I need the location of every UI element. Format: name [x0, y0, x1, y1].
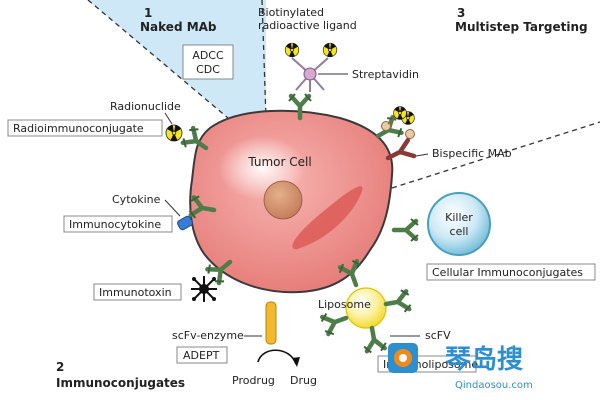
section-1-title: Naked MAb	[140, 20, 217, 34]
watermark-cn: 琴岛搜	[445, 344, 523, 375]
adcc-cdc-box	[182, 44, 234, 80]
naked-mab-region	[88, 0, 266, 118]
immunotoxin-box	[93, 283, 182, 301]
section-2-title: Immunoconjugates	[56, 376, 185, 390]
radioimmunoconjugate-label: Radioimmunoconjugate	[13, 122, 144, 135]
watermark-logo	[388, 343, 418, 373]
immunocytokine-box	[63, 215, 173, 233]
naked-mab-region-edge-right	[261, 0, 267, 119]
cell-nucleus	[263, 180, 303, 220]
prodrug-label: Prodrug	[232, 374, 275, 387]
cdc-label: CDC	[196, 63, 220, 76]
scfv-enzyme-symbol	[265, 301, 277, 345]
cellular-immunoconjugates-label: Cellular Immunoconjugates	[432, 266, 583, 279]
streptavidin-complex	[284, 42, 338, 92]
radionuclide-label: Radionuclide	[110, 100, 181, 113]
prodrug-arrow-head	[292, 357, 300, 367]
adcc-label: ADCC	[192, 49, 224, 62]
toxin-symbol	[191, 276, 217, 302]
bispecific-mab	[385, 111, 417, 161]
adept-label: ADEPT	[183, 349, 220, 362]
tumor-cell-label: Tumor Cell	[247, 155, 311, 169]
biotinylated-label-2: radioactive ligand	[258, 19, 357, 32]
section-2-number: 2	[56, 360, 64, 374]
section-3-number: 3	[457, 6, 465, 20]
liposome-antibody-left	[320, 308, 350, 337]
streptavidin-label: Streptavidin	[352, 68, 419, 81]
cellular-immunoconjugates-box	[426, 263, 596, 281]
cytokine-leader	[164, 199, 181, 217]
biotinylated-label-1: Biotinylated	[258, 6, 324, 19]
radioimmunoconjugate-box	[7, 119, 163, 137]
cell-organelle	[292, 186, 363, 250]
killer-cell	[427, 192, 491, 256]
radionuclide-symbol	[165, 124, 183, 142]
immunotoxin-label: Immunotoxin	[99, 286, 172, 299]
cytokine-symbol	[177, 215, 193, 231]
scfv-enzyme-label: scFv-enzyme	[172, 329, 244, 342]
scfv-label: scFV	[425, 329, 451, 342]
radionuclide-leader	[164, 112, 173, 125]
naked-mab-region-edge-left	[87, 0, 229, 119]
adept-box	[176, 346, 228, 364]
section-1-number: 1	[144, 6, 152, 20]
liposome-antibody-right	[384, 289, 411, 315]
cytokine-label: Cytokine	[112, 193, 161, 206]
bispecific-leader	[415, 153, 429, 157]
drug-label: Drug	[290, 374, 317, 387]
killer-cell-antibody	[394, 219, 418, 241]
watermark-url: Qindaosou.com	[455, 380, 533, 391]
liposome-antibody-bottom	[361, 326, 387, 353]
prodrug-arrow	[257, 349, 297, 365]
killer-cell-label-2: cell	[450, 225, 469, 238]
bispecific-partner-ligand	[381, 106, 407, 131]
liposome-label: Liposome	[318, 298, 371, 311]
multistep-divider	[391, 121, 600, 189]
section-3-title: Multistep Targeting	[455, 20, 588, 34]
liposome	[345, 287, 387, 329]
killer-cell-label-1: Killer	[445, 211, 473, 224]
bispecific-label: Bispecific MAb	[432, 147, 512, 160]
immunocytokine-label: Immunocytokine	[69, 218, 161, 231]
